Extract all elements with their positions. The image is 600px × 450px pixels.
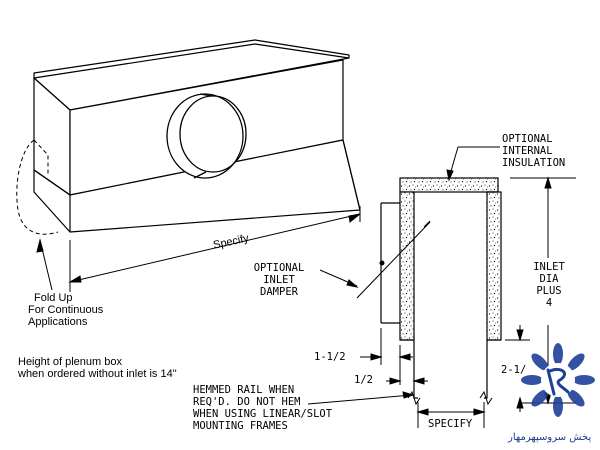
plenum-height-line-1: Height of plenum box	[18, 356, 122, 368]
damper-line-2: INLET	[263, 274, 295, 286]
insulation-line-2: INTERNAL	[502, 145, 553, 157]
specify-section-dim	[416, 402, 486, 428]
inlet-line-2: DIA	[539, 273, 559, 285]
hemmed-rail-note: HEMMED RAIL WHEN REQ'D. DO NOT HEM WHEN …	[193, 384, 332, 432]
optional-inlet-damper-label: OPTIONAL INLET DAMPER	[248, 262, 310, 298]
specify-dimension	[68, 206, 361, 292]
dim-1-1-2-label: 1-1/2	[314, 351, 346, 363]
dim-2-1-label: 2-1/	[501, 364, 527, 376]
fold-up-line-1: Fold Up	[34, 292, 73, 304]
damper-blade	[356, 220, 431, 299]
damper-line-3: DAMPER	[260, 286, 298, 298]
dim-2-1	[505, 325, 530, 412]
dim-1-2	[386, 372, 428, 385]
company-logo	[521, 343, 595, 417]
hemmed-line-1: HEMMED RAIL WHEN	[193, 384, 295, 396]
inlet-line-4: 4	[545, 297, 553, 309]
hemmed-line-2: REQ'D. DO NOT HEM	[193, 396, 301, 408]
dim-1-2-label: 1/2	[354, 374, 373, 386]
inlet-line-1: INLET	[533, 261, 565, 273]
optional-internal-insulation-label: OPTIONAL INTERNAL INSULATION	[502, 133, 565, 169]
fold-up-line-3: Applications	[28, 316, 88, 328]
fold-up-line-2: For Continuous	[28, 304, 104, 316]
specify-section-label: SPECIFY	[428, 418, 473, 430]
fold-up-flap	[16, 139, 59, 235]
hemmed-line-4: MOUNTING FRAMES	[193, 420, 288, 432]
inlet-dia-plus-label: INLET DIA PLUS 4	[530, 261, 568, 309]
damper-line-1: OPTIONAL	[253, 262, 305, 274]
inlet-line-3: PLUS	[536, 285, 562, 297]
logo-text: پخش سروسپهرمهار	[508, 432, 592, 443]
hemmed-line-3: WHEN USING LINEAR/SLOT	[193, 408, 333, 420]
fold-up-note: Fold Up For Continuous Applications	[28, 292, 103, 328]
cross-section	[380, 177, 502, 399]
plenum-height-note: Height of plenum box when ordered withou…	[18, 356, 177, 380]
inlet-collar	[166, 93, 247, 179]
insulation-line-3: INSULATION	[502, 157, 566, 169]
leaders	[307, 146, 500, 405]
plenum-height-line-2: when ordered without inlet is 14"	[18, 368, 177, 380]
insulation-line-1: OPTIONAL	[502, 133, 553, 145]
dim-1-1-2	[360, 328, 413, 385]
fold-up-leader	[36, 238, 53, 291]
